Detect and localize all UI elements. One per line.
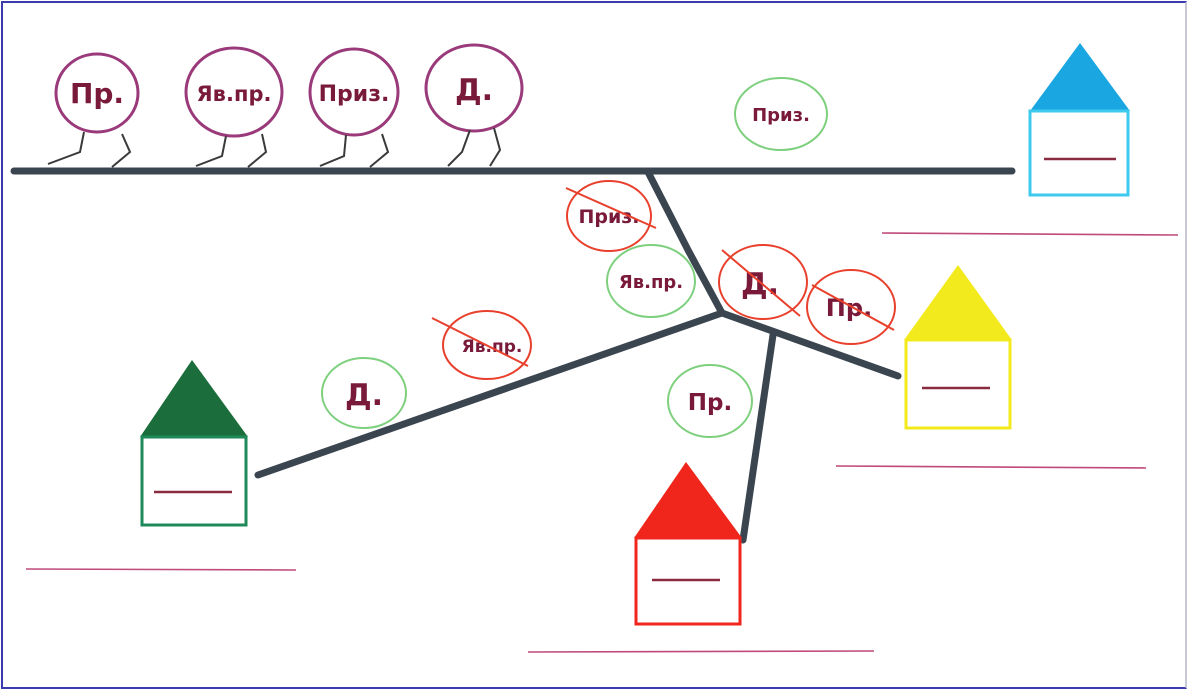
green-house-body: [140, 435, 248, 527]
token-yavpr-green: Яв.пр.: [606, 244, 696, 318]
token-yavpr-crossed: Яв.пр.: [431, 310, 532, 380]
yellow-house-roof: [904, 265, 1012, 340]
red-house: [634, 462, 742, 626]
token-circle: [424, 43, 524, 133]
token-label: Д.: [741, 267, 779, 302]
green-house-roof: [140, 360, 248, 437]
token-pr-green: Пр.: [667, 364, 753, 438]
token-circle: [54, 52, 140, 134]
cross-out-stroke: [431, 317, 529, 367]
token-priz-walking: Приз.: [308, 47, 400, 168]
token-circle: [734, 77, 828, 151]
token-label: Пр.: [826, 294, 872, 322]
yellow-house: [904, 265, 1012, 430]
token-label: Приз.: [578, 206, 639, 228]
answer-lines: [25, 232, 1179, 653]
road-to-green-house: [254, 309, 726, 479]
token-yavpr-walking: Яв.пр.: [184, 46, 284, 168]
token-label: Яв.пр.: [197, 82, 272, 106]
token-label: Д.: [455, 73, 493, 108]
cross-out-stroke: [811, 284, 895, 331]
road-to-red-house: [739, 331, 777, 544]
token-priz-floating: Приз.: [734, 77, 828, 151]
token-label: Приз.: [752, 105, 810, 126]
answer-line-blue: [881, 232, 1179, 236]
blue-house: [1028, 43, 1130, 197]
token-priz-crossed: Приз.: [565, 180, 657, 252]
token-circle: [718, 244, 808, 320]
answer-line-green: [25, 568, 297, 571]
branch-road-stem: [644, 168, 726, 317]
answer-line-yellow: [835, 465, 1147, 469]
token-legs: [47, 131, 132, 168]
roads: [10, 167, 1016, 544]
token-legs: [319, 133, 390, 168]
cross-out-stroke: [721, 249, 801, 317]
red-house-roof: [634, 462, 742, 538]
road-to-yellow-house: [718, 309, 902, 380]
token-d-crossed: Д.: [718, 244, 808, 320]
token-label: Приз.: [319, 82, 390, 107]
token-circle: [606, 244, 696, 318]
token-pr-walking: Пр.: [47, 52, 140, 168]
blue-house-body: [1028, 109, 1130, 197]
token-d-walking: Д.: [424, 43, 524, 167]
token-label: Пр.: [688, 390, 732, 416]
token-circle: [667, 364, 753, 438]
blue-house-roof: [1030, 43, 1130, 111]
token-label: Д.: [345, 378, 383, 413]
token-legs: [195, 133, 268, 168]
yellow-house-body: [904, 338, 1012, 430]
token-circle: [321, 357, 407, 429]
token-label: Пр.: [70, 77, 124, 110]
token-circle: [184, 46, 284, 138]
token-label: Яв.пр.: [619, 272, 683, 293]
cross-out-stroke: [565, 187, 657, 229]
token-pr-crossed: Пр.: [806, 269, 896, 345]
token-circle: [308, 47, 400, 137]
token-legs: [447, 127, 502, 167]
answer-line-red: [527, 650, 875, 653]
token-d-green: Д.: [321, 357, 407, 429]
green-house: [140, 360, 248, 527]
